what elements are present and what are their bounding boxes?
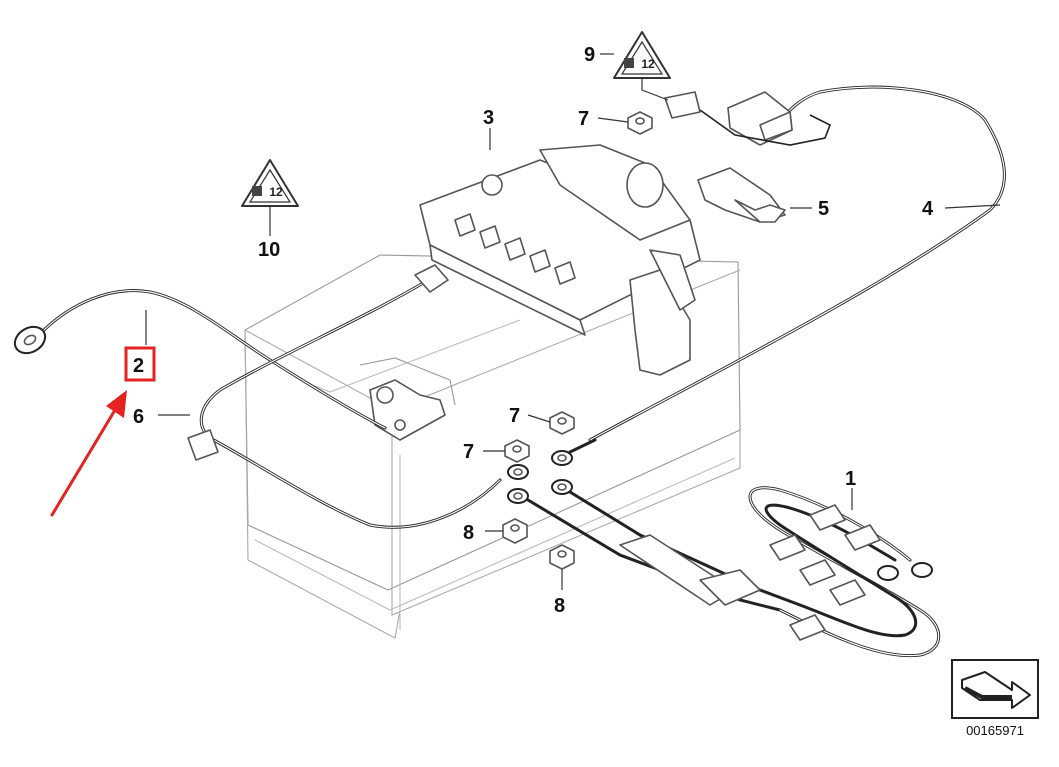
callout-7-right: 7 <box>509 405 520 427</box>
callout-8-left: 8 <box>463 522 474 544</box>
callout-7-left: 7 <box>463 441 474 463</box>
battery <box>244 254 741 639</box>
callout-5: 5 <box>818 198 829 220</box>
callout-9: 9 <box>584 44 595 66</box>
nut-7-left <box>504 439 530 463</box>
terminal-cover <box>697 167 786 223</box>
nut-8-left <box>502 518 528 544</box>
leader-lines <box>145 53 1001 590</box>
cable-6 <box>187 264 529 529</box>
warning-label-10: 12 <box>241 159 299 207</box>
callout-1: 1 <box>845 468 856 490</box>
warning-label-10-text: 12 <box>269 185 283 199</box>
nut-8-right <box>549 544 575 570</box>
cable-1 <box>507 479 941 658</box>
callout-2: 2 <box>133 355 144 377</box>
callout-4: 4 <box>922 198 934 220</box>
highlight-box <box>124 346 156 382</box>
callout-3: 3 <box>483 107 494 129</box>
callout-7-top: 7 <box>578 108 589 130</box>
power-distribution-box <box>419 144 701 376</box>
cable-4 <box>551 85 1006 466</box>
red-arrow <box>50 390 127 517</box>
cable-2 <box>13 289 387 430</box>
terminal-clamp <box>369 379 446 441</box>
callout-6: 6 <box>133 406 144 428</box>
callout-10: 10 <box>258 239 280 261</box>
warning-label-9: 12 <box>613 31 671 79</box>
callouts: 9 3 7 5 4 10 2 6 7 7 1 8 8 <box>133 44 934 617</box>
nut-7-right <box>549 411 575 435</box>
nut-7-top <box>627 111 653 135</box>
drawing-number: 00165971 <box>966 723 1024 738</box>
orientation-arrow-icon <box>951 659 1039 719</box>
warning-label-9-text: 12 <box>641 57 655 71</box>
callout-8-right: 8 <box>554 595 565 617</box>
